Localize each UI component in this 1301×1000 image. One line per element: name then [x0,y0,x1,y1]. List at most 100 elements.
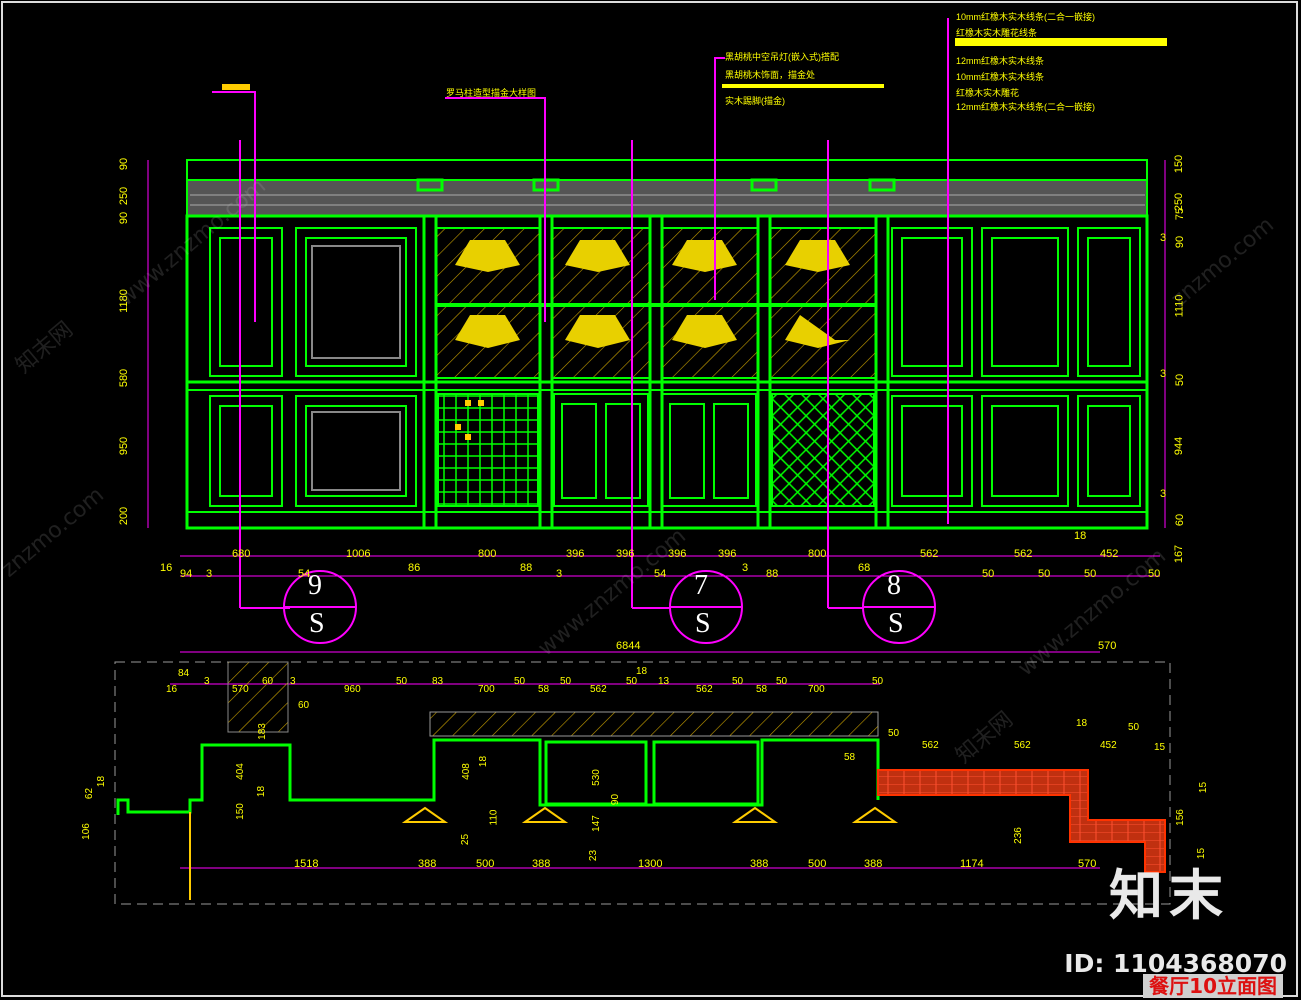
plan-misc-16: 23 [588,849,600,862]
dim-bottom-r2-9: 88 [766,568,779,580]
plan-misc-20: 562 [1014,740,1031,751]
plan-misc-5: 18 [256,785,268,798]
plan-misc-4: 404 [234,763,246,780]
note-right-2: 红橡木实木雕花线条 [956,28,1038,38]
dim-left-4: 1180 [117,289,130,313]
note-right-4: 10mm红橡木实木线条 [956,72,1045,82]
plan-row-13: 50 [560,676,572,687]
plan-row-4: 570 [232,684,249,695]
note-right-6: 12mm红橡木实木线条(二合一嵌接) [956,102,1095,112]
dim-left-7: 200 [118,506,131,526]
dim-bottom-r1-8: 396 [718,548,737,560]
plan-misc-6: 150 [234,803,246,820]
plan-misc-18: 50 [888,728,900,739]
plan-misc-13: 530 [590,769,602,786]
plan-misc-7: 183 [256,723,268,740]
dim-right-10: 3 [1160,488,1167,500]
plan-bottom-1: 1518 [294,858,319,870]
note-underline [722,84,884,88]
plan-row-14: 562 [590,684,607,695]
plan-dim-right: 570 [1098,640,1117,652]
plan-misc-12: 25 [460,833,472,846]
dim-right-5: 90 [1174,235,1187,249]
dim-bottom-r2-2: 3 [206,568,213,580]
plan-misc-19: 562 [922,740,939,751]
plan-misc-22: 18 [1076,718,1088,729]
plan-section-view [114,651,1171,905]
dim-right-6: 1110 [1173,294,1186,318]
plan-misc-15: 147 [590,815,602,832]
dim-bottom-r2-7: 54 [654,568,667,580]
plan-row-21: 50 [776,676,788,687]
dim-right-11: 60 [1174,513,1187,527]
note-right-3: 12mm红橡木实木线条 [956,56,1045,66]
dim-bottom-r1-6: 396 [616,548,635,560]
dim-bottom-r2-11: 50 [982,568,995,580]
plan-misc-3: 106 [80,823,92,840]
plan-misc-9: 408 [460,763,472,780]
plan-misc-24: 50 [1128,722,1140,733]
dim-right-1: 150 [1173,154,1186,174]
dim-bottom-r1-11: 562 [1014,548,1033,560]
note-center-1: 黑胡桃中空吊灯(嵌入式)搭配 [725,52,839,62]
dim-bottom-r1-7: 396 [668,548,687,560]
note-underline [955,38,1167,46]
plan-misc-25: 236 [1012,827,1024,844]
dim-bottom-r1-3: 1006 [346,548,371,560]
dim-left-2: 250 [118,186,131,206]
dim-bottom-r1-2: 680 [232,548,251,560]
plan-row-16: 18 [636,666,648,677]
plan-row-19: 50 [732,676,744,687]
section-marker-8-letter: S [888,608,904,639]
dim-right-12: 167 [1173,544,1186,564]
plan-row-15: 50 [626,676,638,687]
watermark-logo: 知末 [1109,864,1229,927]
section-marker-7-number: 7 [694,570,708,601]
dim-left-3: 90 [118,211,131,225]
plan-row-6: 3 [290,676,296,687]
dim-bottom-r1-9: 800 [808,548,827,560]
plan-bottom-5: 1300 [638,858,663,870]
dim-bottom-r2-10: 68 [858,562,871,574]
dim-bottom-r2-15: 18 [1074,530,1087,542]
dim-left-6: 950 [118,436,131,456]
note-left: 罗马柱造型描金大样图 [446,88,537,98]
plan-row-5: 60 [262,676,274,687]
plan-bottom-10: 570 [1078,858,1097,870]
plan-row-10: 700 [478,684,495,695]
plan-row-7: 960 [344,684,361,695]
brick-hatch-zone [877,769,1166,873]
drawing-title: 餐厅10立面图 [1143,974,1283,998]
note-center-3: 实木踢脚(描金) [725,96,785,106]
plan-misc-8: 60 [298,700,310,711]
dim-right-7: 3 [1160,368,1167,380]
dim-bottom-r1-1: 16 [160,562,173,574]
dim-left-1: 90 [118,157,131,171]
section-marker-9-number: 9 [308,570,322,601]
watermark-id: ID: 1104368070 [1064,949,1287,978]
plan-misc-27: 156 [1174,809,1186,826]
plan-row-1: 84 [178,668,190,679]
plan-bottom-3: 500 [476,858,495,870]
plan-row-2: 16 [166,684,178,695]
plan-row-8: 50 [396,676,408,687]
dim-bottom-r1-10: 562 [920,548,939,560]
countertop-hatch [429,711,879,737]
dim-left-5: 580 [118,368,131,388]
elevation-view [147,18,1166,644]
plan-dim-total: 6844 [616,640,641,652]
plan-row-17: 13 [658,676,670,687]
cabinet-outline [185,214,1149,530]
section-marker-8-number: 8 [887,570,901,601]
plan-misc-23: 15 [1154,742,1166,753]
plan-row-22: 700 [808,684,825,695]
plan-misc-2: 18 [96,775,108,788]
plan-row-12: 58 [538,684,550,695]
plan-row-18: 562 [696,684,713,695]
dim-right-8: 50 [1174,373,1187,387]
plan-misc-17: 58 [844,752,856,763]
dim-bottom-r1-4: 800 [478,548,497,560]
dim-bottom-r2-12: 50 [1038,568,1051,580]
